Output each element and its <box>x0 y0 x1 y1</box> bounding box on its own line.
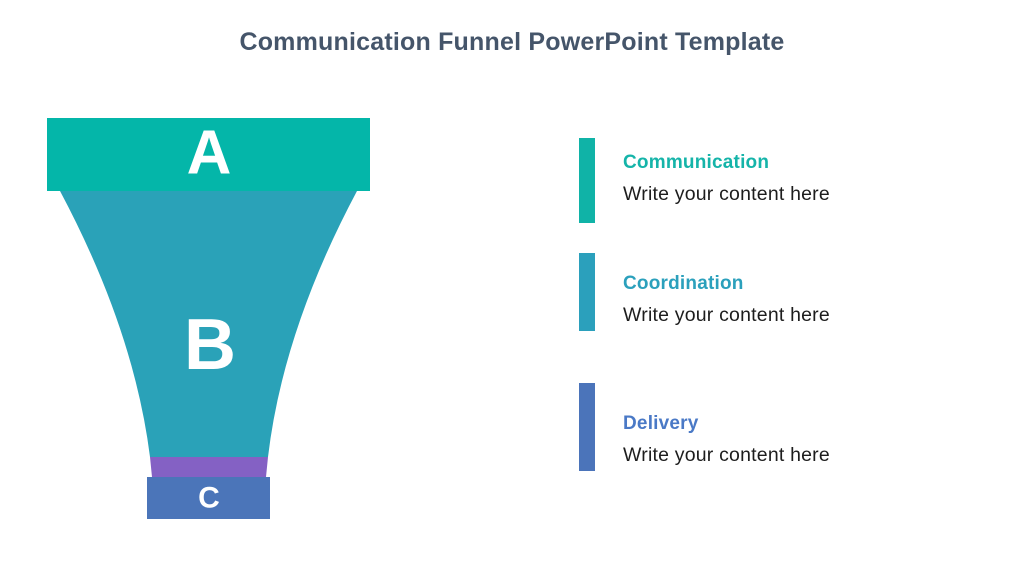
funnel-label-c: C <box>198 482 220 515</box>
legend-title-communication: Communication <box>623 152 770 173</box>
funnel-label-b: B <box>184 305 236 385</box>
legend-body-delivery: Write your content here <box>623 443 830 466</box>
funnel-segment-c-shape <box>147 477 270 519</box>
page-title: Communication Funnel PowerPoint Template <box>239 28 785 56</box>
legend-bar-coordination <box>579 253 595 331</box>
funnel-segment-a-shape <box>47 118 370 191</box>
legend-body-communication: Write your content here <box>623 182 830 205</box>
legend-body-coordination: Write your content here <box>623 303 830 326</box>
legend-item-delivery: Delivery Write your content here <box>623 413 943 467</box>
legend-item-communication: Communication Write your content here <box>623 152 943 206</box>
legend-bar-delivery <box>579 383 595 471</box>
legend-item-coordination: Coordination Write your content here <box>623 273 943 327</box>
legend-bar-communication <box>579 138 595 223</box>
funnel-label-a: A <box>187 119 232 188</box>
funnel-diagram: A B C <box>47 118 370 519</box>
funnel-spacer-shape <box>150 457 268 477</box>
legend-title-coordination: Coordination <box>623 273 744 294</box>
legend-title-delivery: Delivery <box>623 413 699 434</box>
funnel-segment-b-shape <box>60 191 357 457</box>
